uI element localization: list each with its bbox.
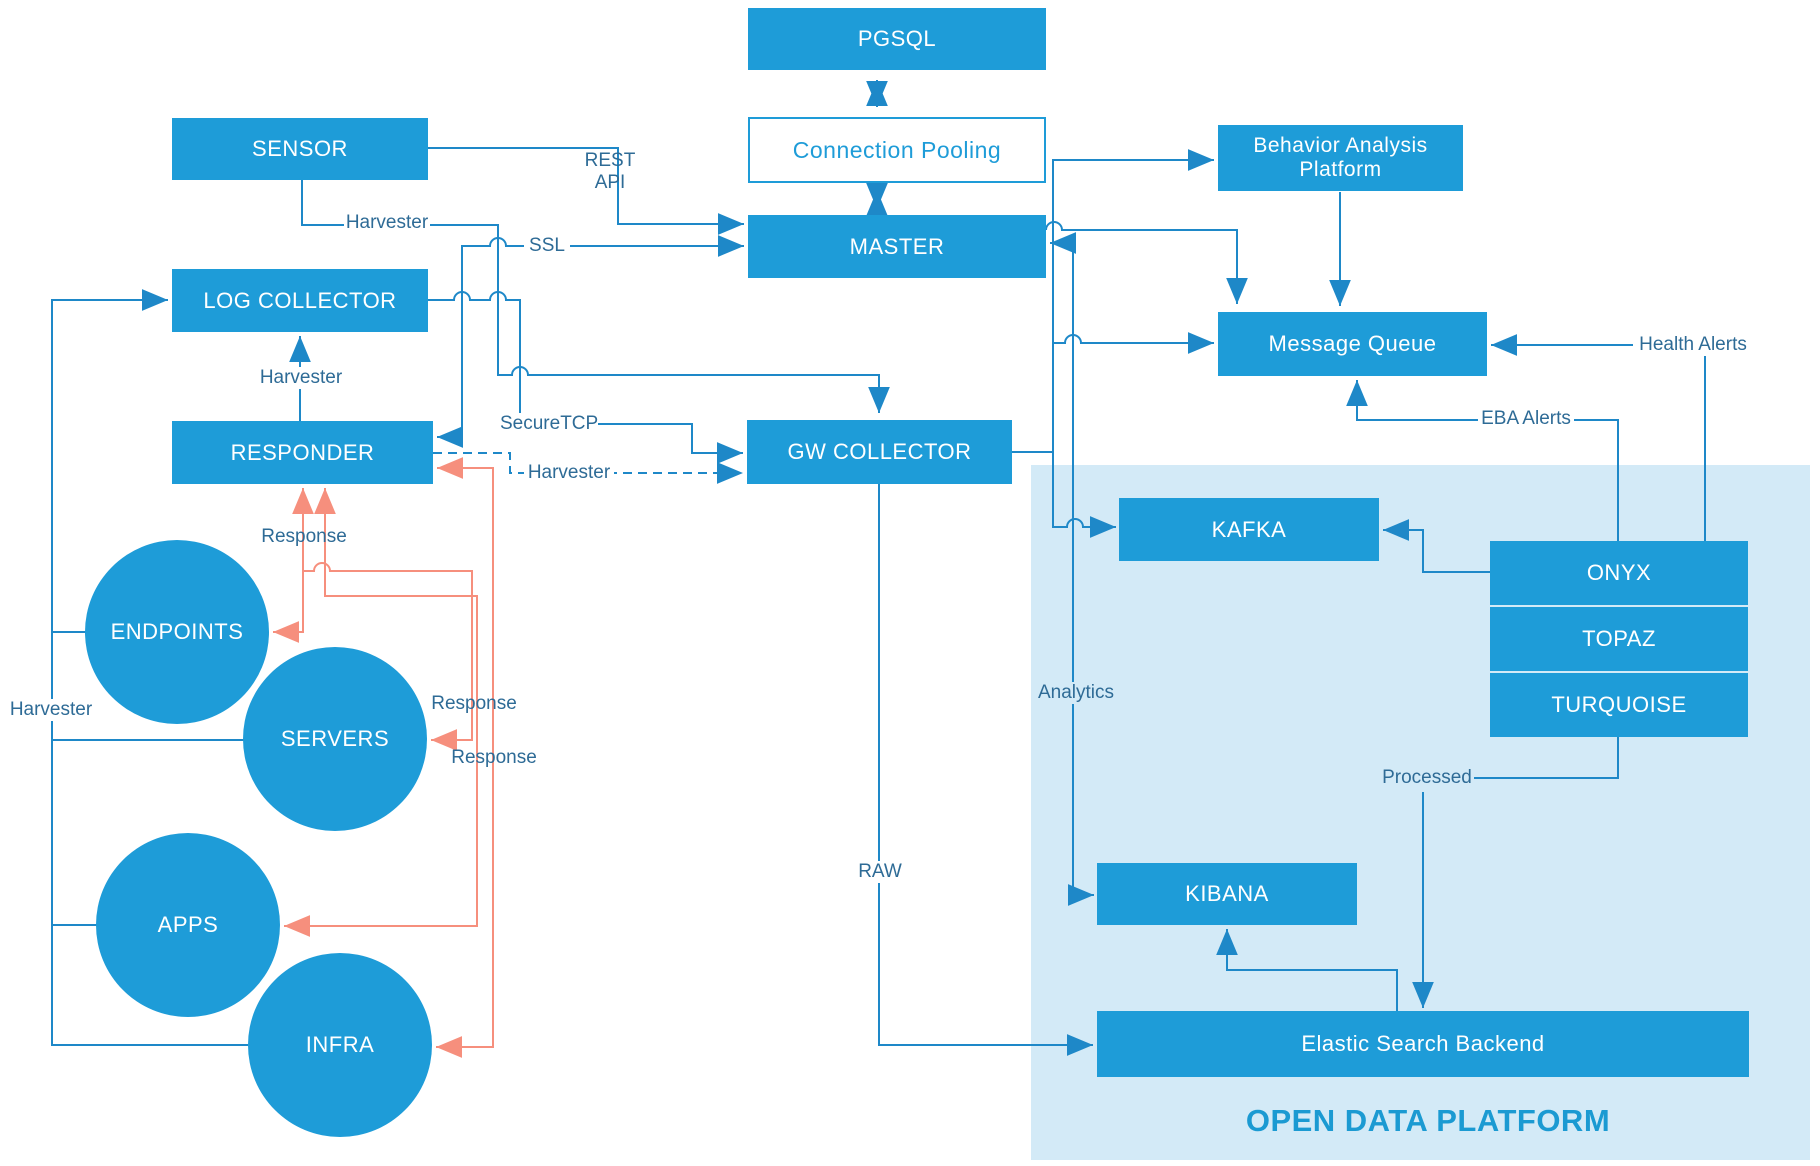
node-onyx: ONYX (1490, 541, 1748, 605)
edge-label-harvester-dashed: Harvester (524, 462, 614, 484)
edge-label-harvester-trunk: Harvester (8, 699, 94, 721)
node-message-queue: Message Queue (1218, 312, 1487, 376)
edge-label-rest-api: REST API (584, 150, 636, 193)
node-turquoise: TURQUOISE (1490, 673, 1748, 737)
node-behavior-analysis-platform: Behavior Analysis Platform (1218, 125, 1463, 191)
edge-master-mq (1045, 221, 1248, 304)
edge-label-response-1: Response (261, 526, 347, 547)
edge-label-eba-alerts: EBA Alerts (1478, 408, 1574, 430)
node-topaz: TOPAZ (1490, 607, 1748, 671)
node-apps: APPS (96, 833, 280, 1017)
edge-response-endpoints (273, 488, 314, 643)
edge-label-harvester-logcollector: Harvester (256, 367, 346, 389)
edge-label-ssl: SSL (524, 235, 570, 257)
node-infra: INFRA (248, 953, 432, 1137)
node-gw-collector: GW COLLECTOR (747, 420, 1012, 484)
node-kafka: KAFKA (1119, 498, 1379, 561)
node-log-collector: LOG COLLECTOR (172, 269, 428, 332)
edge-label-processed: Processed (1380, 767, 1474, 789)
edge-label-raw: RAW (856, 861, 904, 883)
edge-gw-bap (1012, 149, 1214, 453)
edge-ssl-responder-master (437, 235, 744, 448)
edge-label-analytics: Analytics (1034, 682, 1118, 704)
node-connection-pooling: Connection Pooling (748, 117, 1046, 183)
edge-label-response-3: Response (451, 747, 537, 768)
edge-label-harvester-sensor: Harvester (344, 212, 430, 234)
node-servers: SERVERS (243, 647, 427, 831)
edge-label-securetcp: SecureTCP (500, 413, 599, 435)
node-pgsql: PGSQL (748, 8, 1046, 70)
node-responder: RESPONDER (172, 421, 433, 484)
edge-gw-mq (1053, 332, 1214, 354)
node-elastic-search-backend: Elastic Search Backend (1097, 1011, 1749, 1077)
edge-label-response-2: Response (431, 693, 517, 714)
node-sensor: SENSOR (172, 118, 428, 180)
node-kibana: KIBANA (1097, 863, 1357, 925)
platform-title: OPEN DATA PLATFORM (1245, 1103, 1611, 1138)
node-master: MASTER (748, 215, 1046, 278)
edge-label-health-alerts: Health Alerts (1633, 334, 1753, 356)
node-endpoints: ENDPOINTS (85, 540, 269, 724)
